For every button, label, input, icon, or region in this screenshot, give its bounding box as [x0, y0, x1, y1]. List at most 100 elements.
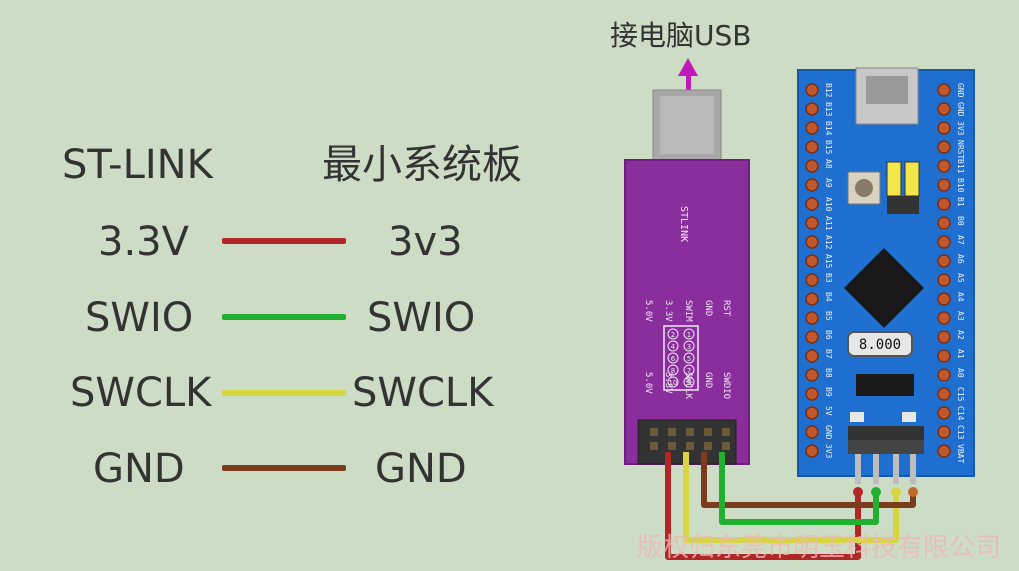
board-pin-label-right: A7 [956, 235, 965, 245]
board-pin-label-left: B3 [824, 273, 833, 283]
board-pin-label-right: B10 [956, 178, 965, 193]
board-pin-label-left: B15 [824, 140, 833, 155]
board-pin-label-left: A9 [824, 178, 833, 188]
wire-gnd [222, 465, 346, 471]
stlink-pin-number: 3 [687, 343, 691, 351]
board-pin-left [805, 292, 819, 306]
display-value: 8.000 [859, 337, 901, 353]
socket-hole [650, 442, 658, 450]
socket-hole [704, 442, 712, 450]
board-pin-right [937, 159, 951, 173]
board-pin-label-left: 5V [824, 406, 833, 416]
stlink-pin [683, 352, 695, 364]
board-pin-right [937, 387, 951, 401]
board-pin-label-left: B6 [824, 330, 833, 340]
socket-hole [668, 428, 676, 436]
stlink-pin-number: 2 [671, 331, 675, 339]
board-pin-label-left: B14 [824, 121, 833, 136]
stlink-pin-label-top: GND [703, 300, 713, 316]
stlink-dongle [624, 159, 750, 465]
board-pin-right [937, 292, 951, 306]
conn-left-2: SWCLK [70, 370, 212, 416]
wire-swclk [222, 390, 346, 396]
board-pin-right [937, 368, 951, 382]
board-pin-right [937, 330, 951, 344]
stlink-pin [683, 340, 695, 352]
swd-header [848, 426, 924, 484]
board-pin-label-right: GND [956, 102, 965, 117]
board-pin-label-left: A15 [824, 254, 833, 269]
board-pin-left [805, 102, 819, 116]
board-pin-label-right: A0 [956, 368, 965, 378]
socket-hole [722, 442, 730, 450]
board-pin-right [937, 311, 951, 325]
stlink-pin [683, 328, 695, 340]
board-pin-right [937, 349, 951, 363]
board-pin-label-right: C14 [956, 406, 965, 421]
stlink-pin [667, 340, 679, 352]
board-pin-label-left: B12 [824, 83, 833, 98]
board-pin-label-left: B13 [824, 102, 833, 117]
board-pin-label-left: B9 [824, 387, 833, 397]
mcu-chip [844, 248, 924, 328]
board-pin-label-left: A12 [824, 235, 833, 250]
board-pin-label-left: GND [824, 425, 833, 440]
board-pin-label-left: 3V3 [824, 444, 833, 459]
conn-right-3: GND [375, 446, 467, 492]
board-pin-left [805, 368, 819, 382]
board-pin-label-right: B1 [956, 197, 965, 207]
board-pin-left [805, 178, 819, 192]
stlink-pin-number: 10 [669, 379, 678, 387]
stlink-pin [667, 376, 679, 388]
stlink-pin [667, 328, 679, 340]
socket-hole [650, 428, 658, 436]
board-pin-right [937, 102, 951, 116]
stlink-pin [683, 364, 695, 376]
regulator-chip [856, 374, 914, 396]
board-pin-label-left: A8 [824, 159, 833, 169]
header-board: 最小系统板 [322, 142, 522, 188]
stlink-pin-label-top: SWIM [683, 300, 693, 322]
usb-label: 接电脑USB [610, 19, 752, 52]
stlink-pin-label-bottom: SWCLK [683, 372, 693, 400]
wire-swio [222, 314, 346, 320]
stlink-pin [667, 352, 679, 364]
watermark: 版权归东莞市明玉科技有限公司 [637, 533, 1001, 563]
conn-left-3: GND [93, 446, 185, 492]
boot-jumper-0 [886, 161, 902, 197]
display-module [847, 331, 913, 357]
board-pin-label-right: B11 [956, 159, 965, 174]
wire-ends [853, 487, 918, 497]
board-pin-label-left: B8 [824, 368, 833, 378]
board-pin-label-right: VBAT [956, 444, 965, 463]
stlink-pin-number: 8 [671, 367, 675, 375]
stlink-pin-number: 4 [671, 343, 676, 351]
conn-left-1: SWIO [85, 295, 194, 341]
board-pin-right [937, 216, 951, 230]
board-pin-label-right: A1 [956, 349, 965, 359]
board-pin-label-right: 3V3 [956, 121, 965, 136]
socket-hole [686, 442, 694, 450]
socket-hole [668, 442, 676, 450]
board-pin-left [805, 235, 819, 249]
conn-right-2: SWCLK [352, 370, 494, 416]
board-pin-right [937, 83, 951, 97]
board-pin-label-right: B0 [956, 216, 965, 226]
stlink-pin-number: 6 [671, 355, 676, 363]
stlink-pin-number: 1 [687, 331, 691, 339]
board-pin-right [937, 406, 951, 420]
board-pin-label-left: B7 [824, 349, 833, 359]
board-pin-left [805, 197, 819, 211]
board-pin-left [805, 273, 819, 287]
board-pin-left [805, 159, 819, 173]
board-pin-label-right: C15 [956, 387, 965, 402]
conn-right-1: SWIO [367, 295, 476, 341]
board-pin-label-right: A6 [956, 254, 965, 264]
board-pin-right [937, 425, 951, 439]
board-pin-label-right: A5 [956, 273, 965, 283]
board-pin-left [805, 121, 819, 135]
header-stlink: ST-LINK [62, 142, 213, 188]
stlink-name: STLINK [678, 206, 689, 242]
board-pin-right [937, 178, 951, 192]
conn-left-0: 3.3V [98, 219, 189, 265]
